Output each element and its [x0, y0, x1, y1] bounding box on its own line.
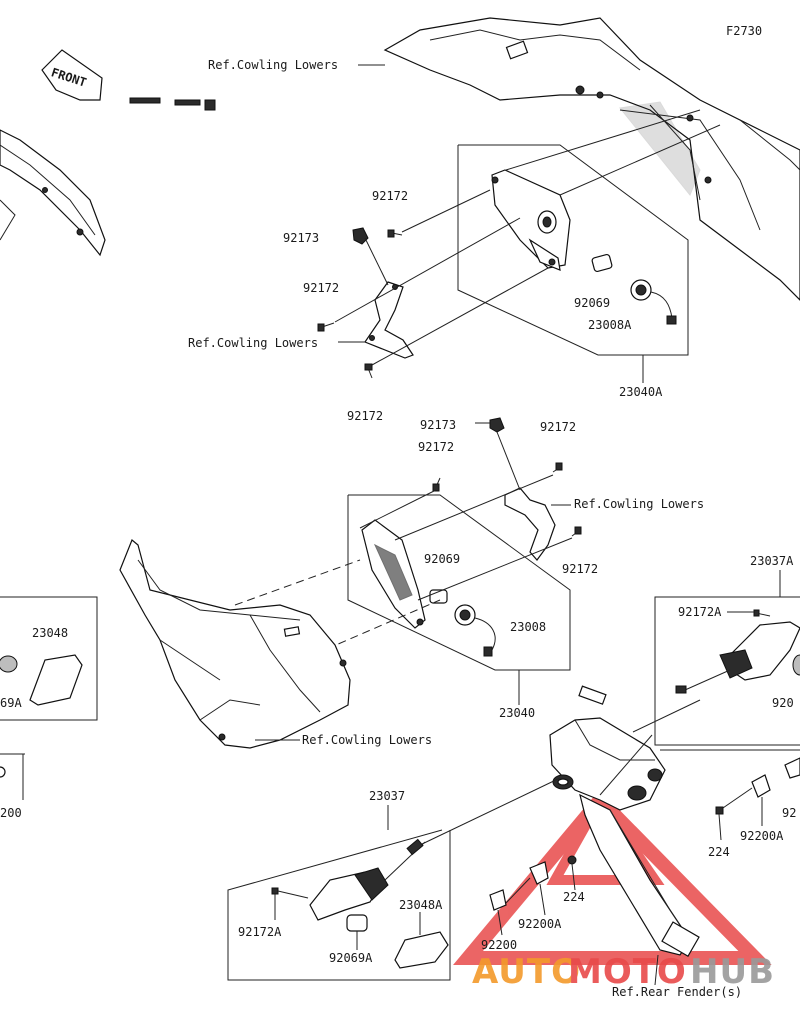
right-inset-parts	[654, 570, 800, 746]
label-920-right: 920	[772, 696, 794, 710]
label-92200A-right: 92200A	[740, 829, 784, 843]
label-ref-rear-fender: Ref.Rear Fender(s)	[612, 985, 742, 999]
screw-icon	[552, 462, 563, 473]
label-23037: 23037	[369, 789, 405, 803]
label-ref-cowling-mid2: Ref.Cowling Lowers	[574, 497, 704, 511]
label-92172-b: 92172	[303, 281, 339, 295]
part-labels: F2730 Ref.Cowling Lowers 92172 92173 921…	[0, 24, 796, 999]
label-92069A: 92069A	[329, 951, 373, 965]
label-92172-d: 92172	[540, 420, 576, 434]
lower-turn-signal-inset	[227, 805, 451, 981]
lower-cowling	[119, 539, 351, 749]
screw-icon	[753, 609, 771, 617]
label-23040A: 23040A	[619, 385, 663, 399]
label-92172A-left: 92172A	[238, 925, 282, 939]
upper-turn-signal-assembly	[317, 64, 721, 383]
label-23008A: 23008A	[588, 318, 632, 332]
middle-turn-signal-assembly	[234, 417, 582, 705]
label-92172-f: 92172	[562, 562, 598, 576]
watermark-hub: HUB	[690, 952, 775, 992]
screw-icon	[271, 887, 309, 899]
label-92172-c: 92172	[347, 409, 383, 423]
label-92172-e: 92172	[418, 440, 454, 454]
front-arrow-icon: FRONT	[41, 49, 216, 111]
screw-icon	[715, 806, 724, 841]
label-92069-a: 92069	[574, 296, 610, 310]
label-92173-a: 92173	[283, 231, 319, 245]
diagram-code: F2730	[726, 24, 762, 38]
label-ref-cowling-low: Ref.Cowling Lowers	[302, 733, 432, 747]
label-23040: 23040	[499, 706, 535, 720]
screw-icon	[571, 526, 582, 537]
left-inset-parts	[0, 596, 98, 800]
label-92172-a: 92172	[372, 189, 408, 203]
upper-cowling	[383, 17, 800, 301]
left-front-fairing	[0, 129, 106, 257]
screw-icon	[387, 229, 403, 238]
label-224-right: 224	[708, 845, 730, 859]
screw-icon	[432, 477, 441, 492]
label-200-left: 200	[0, 806, 22, 820]
watermark-text: AUTO MOTO HUB	[472, 952, 775, 992]
label-92-right: 92	[782, 806, 796, 820]
label-92172A-right: 92172A	[678, 605, 722, 619]
screw-icon	[317, 322, 335, 332]
label-92069-b: 92069	[424, 552, 460, 566]
watermark-triangle	[453, 789, 772, 965]
label-92200A-mid: 92200A	[518, 917, 562, 931]
watermark-moto: MOTO	[568, 952, 687, 992]
label-224-mid: 224	[563, 890, 585, 904]
label-23048A: 23048A	[399, 898, 443, 912]
label-ref-cowling-mid1: Ref.Cowling Lowers	[188, 336, 318, 350]
label-23048: 23048	[32, 626, 68, 640]
label-23008: 23008	[510, 620, 546, 634]
screw-icon	[364, 363, 373, 379]
label-69A-left: 69A	[0, 696, 22, 710]
label-92200: 92200	[481, 938, 517, 952]
label-ref-cowling-top: Ref.Cowling Lowers	[208, 58, 338, 72]
watermark-auto: AUTO	[472, 952, 581, 992]
rear-signal-mount	[419, 685, 800, 986]
label-92173-b: 92173	[420, 418, 456, 432]
label-23037A: 23037A	[750, 554, 794, 568]
